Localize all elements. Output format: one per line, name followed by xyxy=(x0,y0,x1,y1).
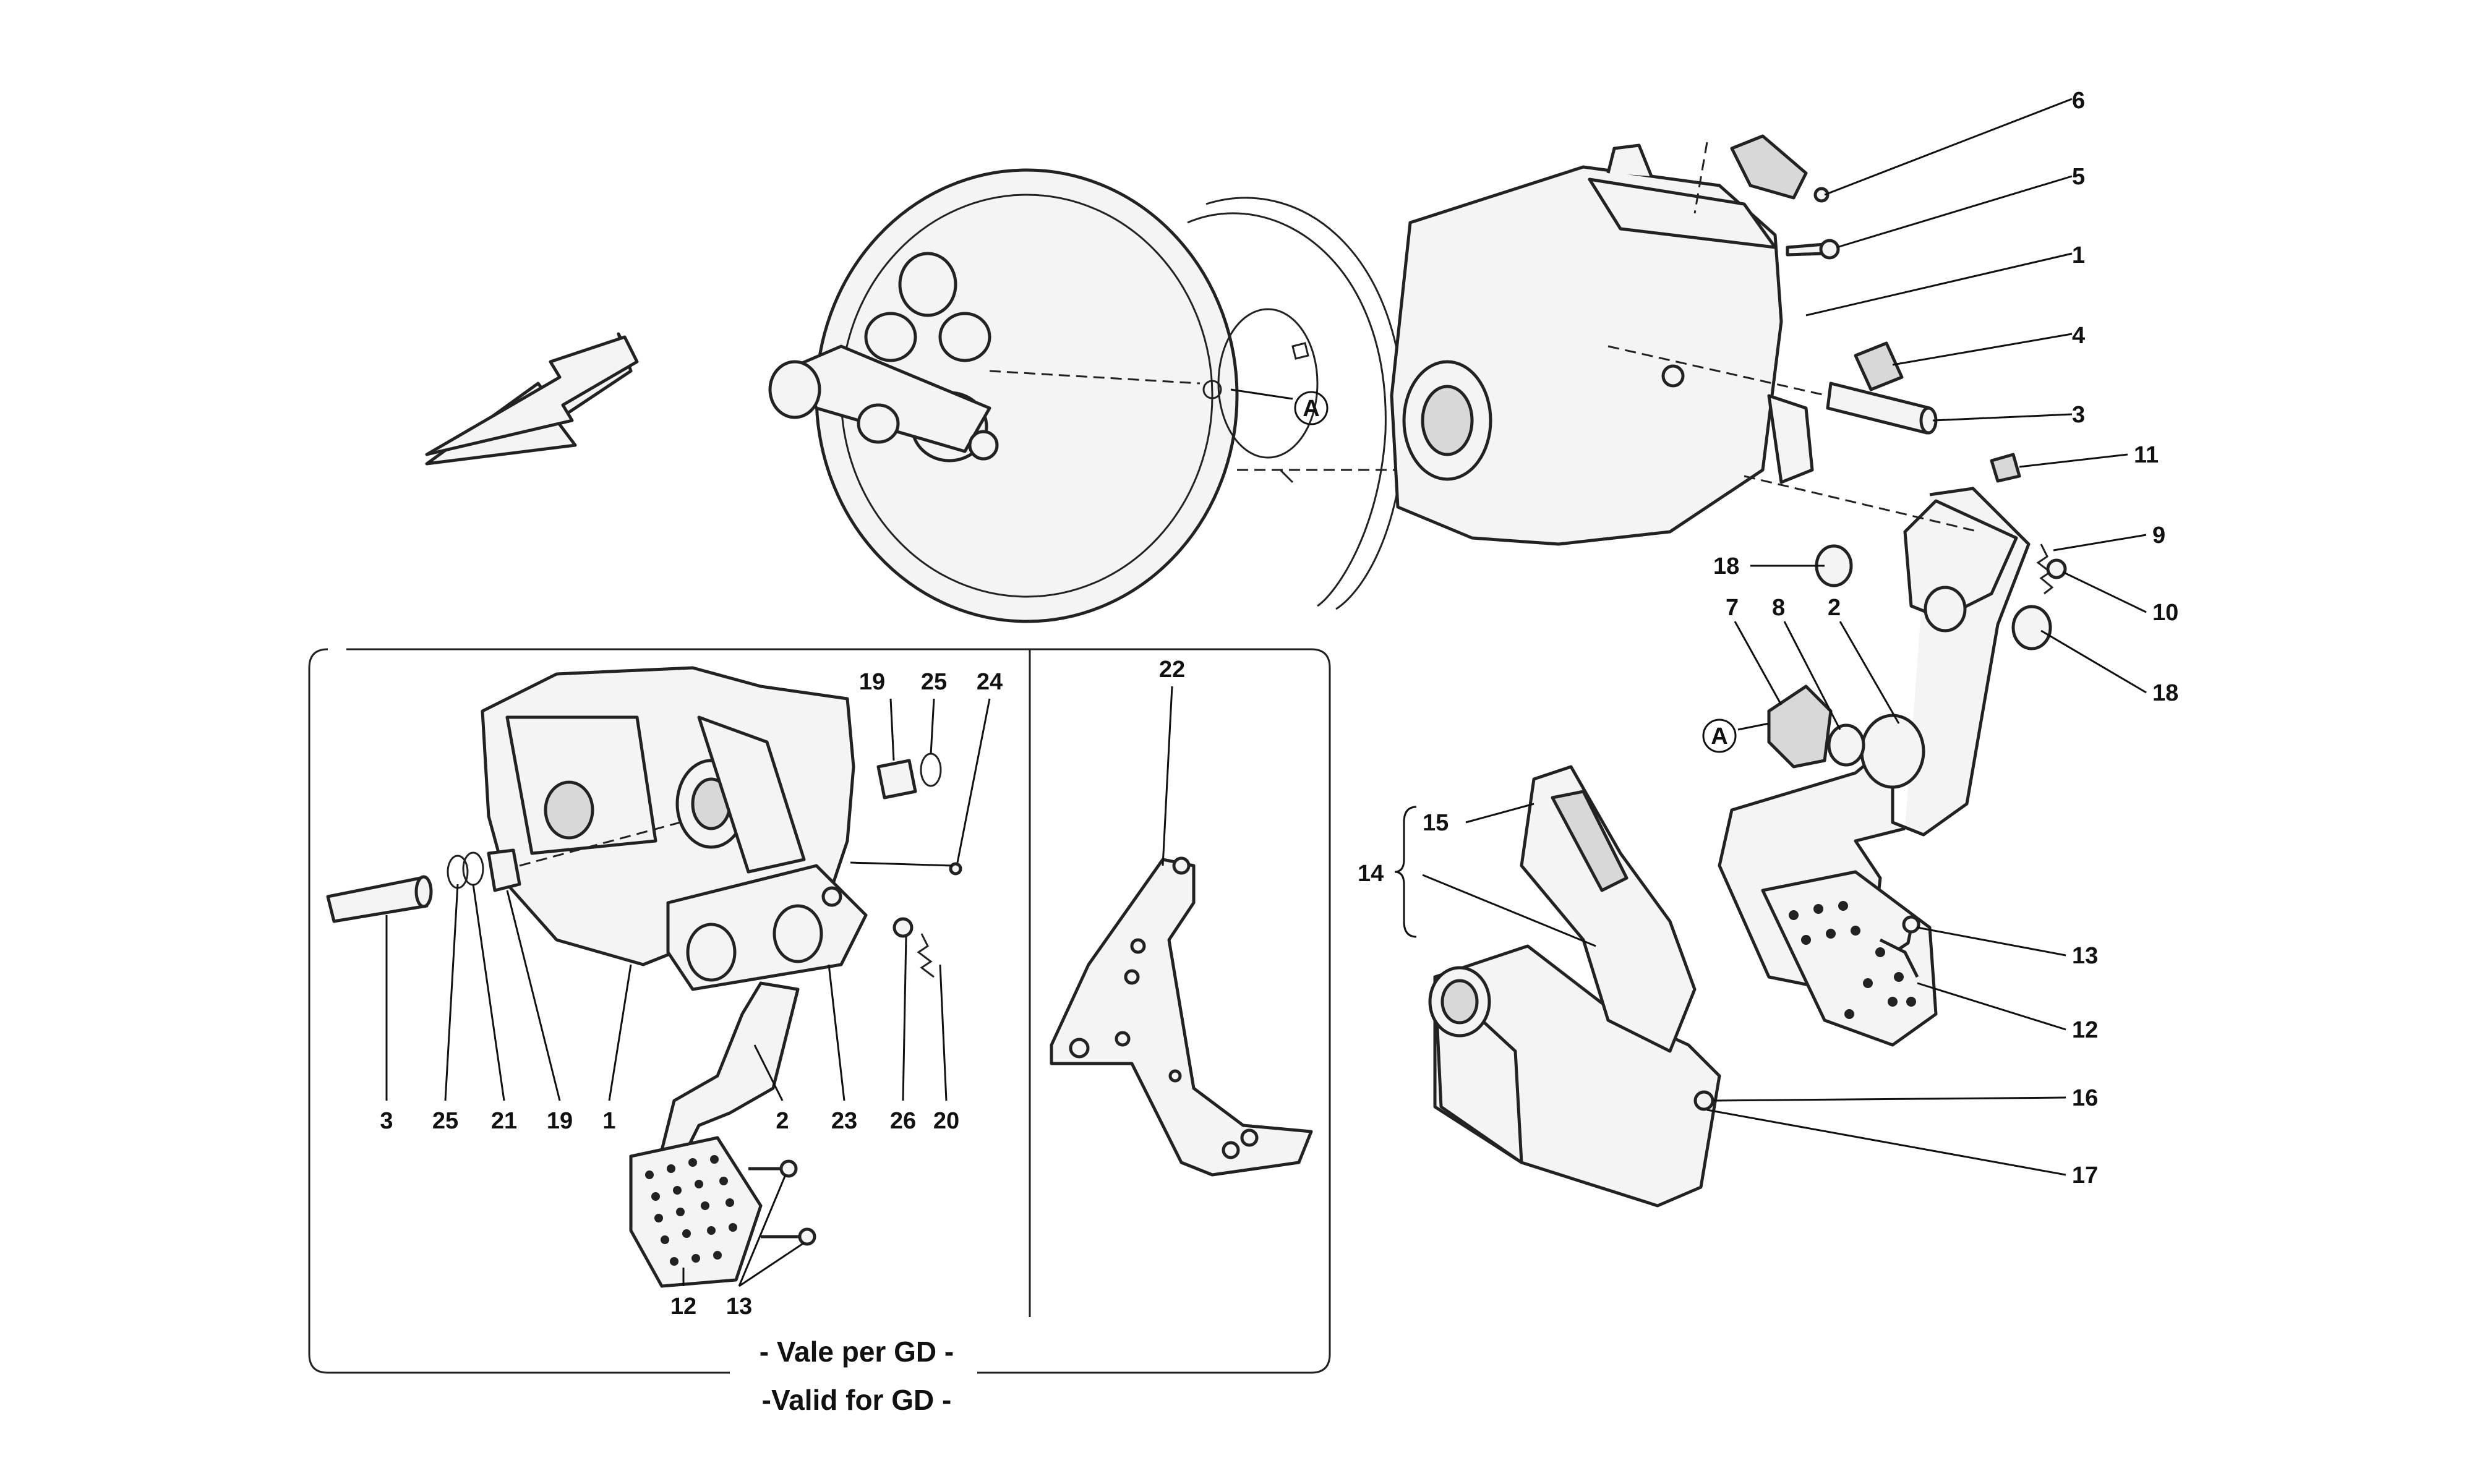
callout-1: 1 xyxy=(2072,242,2085,268)
brake-booster xyxy=(768,168,1239,623)
callout-6: 6 xyxy=(2072,88,2085,114)
direction-arrow-icon xyxy=(425,332,639,466)
callout-5: 5 xyxy=(2072,164,2085,190)
inset-callout-24: 24 xyxy=(977,669,1003,695)
inset-frame xyxy=(308,648,1331,1374)
inset-callout-12: 12 xyxy=(670,1294,696,1320)
brake-pedal-assembly xyxy=(1718,475,2052,1047)
pedal-box xyxy=(1390,142,1814,546)
caption: - Vale per GD - -Valid for GD - xyxy=(760,1336,954,1416)
inset-callout-25-bottom: 25 xyxy=(432,1108,458,1134)
inset-callout-19-bottom: 19 xyxy=(547,1108,573,1134)
inset-callout-25-top: 25 xyxy=(921,669,947,695)
callout-13: 13 xyxy=(2072,943,2098,969)
inset-pedal-box xyxy=(326,666,962,1288)
caption-italian: - Vale per GD - xyxy=(760,1336,954,1368)
inset-callout-2: 2 xyxy=(776,1108,789,1134)
callout-8: 8 xyxy=(1772,595,1785,621)
callout-labels: 6 5 1 4 3 11 9 10 18 18 7 8 2 13 12 16 1… xyxy=(1358,88,2178,1188)
inset-callout-1: 1 xyxy=(602,1108,615,1134)
screw-part-13 xyxy=(1898,915,1920,951)
callout-4: 4 xyxy=(2072,323,2085,349)
inset-callout-13: 13 xyxy=(726,1294,752,1320)
inset-callout-23: 23 xyxy=(831,1108,857,1134)
inset-labels: 3 25 21 19 1 2 23 26 20 19 25 24 12 13 2… xyxy=(380,657,1185,1320)
ring-part-8 xyxy=(1827,723,1865,767)
inset-bracket xyxy=(1050,856,1313,1177)
bumper-part-11 xyxy=(1990,453,2021,483)
callout-11: 11 xyxy=(2134,442,2159,468)
callout-3: 3 xyxy=(2072,402,2085,428)
marker-a-2: A xyxy=(1711,723,1727,749)
inset-callout-22: 22 xyxy=(1159,657,1185,683)
inset-callout-19-top: 19 xyxy=(859,669,885,695)
caption-english: -Valid for GD - xyxy=(762,1384,952,1416)
switch-part-6 xyxy=(1730,134,1830,203)
callout-15: 15 xyxy=(1423,810,1449,836)
accelerator-pedal-assembly xyxy=(1428,765,1721,1208)
callout-18-right: 18 xyxy=(2152,680,2178,706)
spring-part-9 xyxy=(2036,544,2067,595)
callout-16: 16 xyxy=(2072,1085,2098,1111)
inset-callout-26: 26 xyxy=(890,1108,916,1134)
pin-part-3 xyxy=(1607,345,1938,435)
screw-part-5 xyxy=(1786,239,1840,260)
callout-10: 10 xyxy=(2152,600,2178,626)
callout-18-left: 18 xyxy=(1713,553,1739,579)
sensor-part-7: A xyxy=(1702,684,1833,769)
gasket: A xyxy=(1187,197,1405,610)
inset-callout-3: 3 xyxy=(380,1108,393,1134)
callout-2: 2 xyxy=(1828,595,1841,621)
marker-a: A xyxy=(1303,396,1319,422)
callout-9: 9 xyxy=(2152,522,2165,548)
inset-leader-lines xyxy=(385,686,1173,1287)
clip-part-4 xyxy=(1854,341,1904,391)
callout-12: 12 xyxy=(2072,1017,2098,1043)
callout-17: 17 xyxy=(2072,1162,2098,1188)
callout-7: 7 xyxy=(1726,595,1739,621)
inset-callout-20: 20 xyxy=(933,1108,959,1134)
callout-14: 14 xyxy=(1358,861,1384,887)
inset-callout-21: 21 xyxy=(491,1108,517,1134)
leader-lines xyxy=(1394,98,2147,1176)
